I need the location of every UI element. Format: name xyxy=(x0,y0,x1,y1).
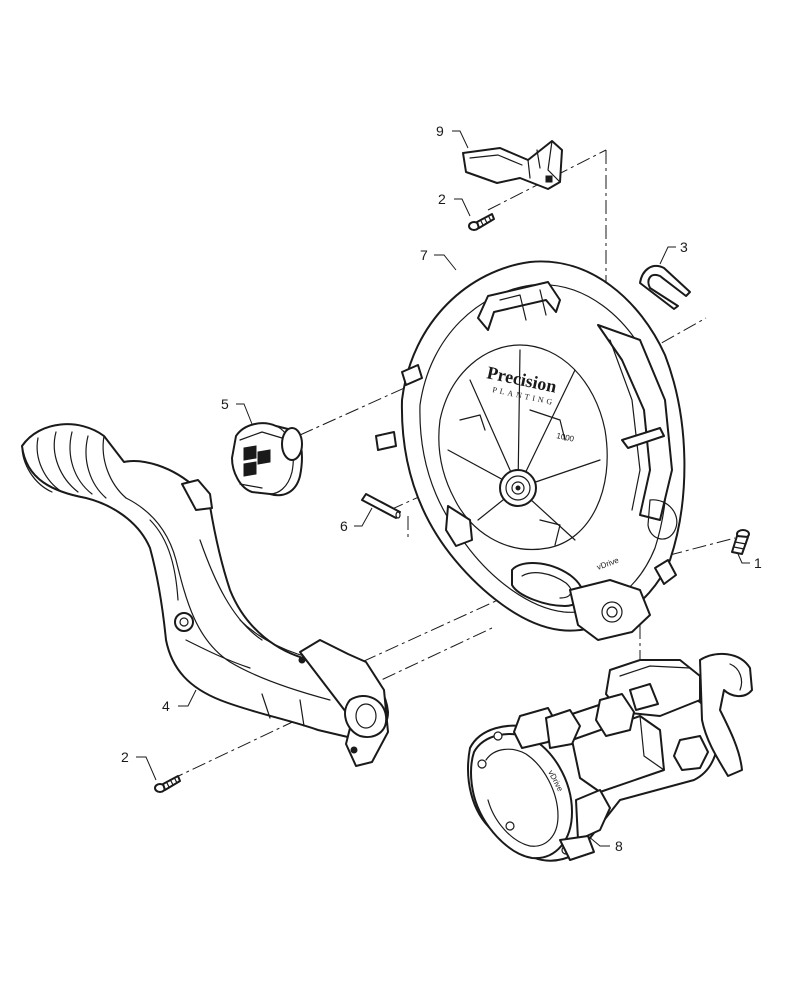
leader-lines xyxy=(136,130,750,847)
callout-4: 4 xyxy=(162,698,170,714)
callout-2-top: 2 xyxy=(438,191,446,207)
callout-1: 1 xyxy=(754,555,762,571)
part-5-knob[interactable] xyxy=(231,422,303,497)
callout-3: 3 xyxy=(680,239,688,255)
callout-7: 7 xyxy=(420,247,428,263)
ring-label: 1000 xyxy=(556,431,576,444)
part-6-roll-pin[interactable] xyxy=(361,493,401,519)
part-2-screw-bottom[interactable] xyxy=(154,775,181,793)
part-4-inlet-tube[interactable] xyxy=(21,423,389,767)
part-2-screw-top[interactable] xyxy=(468,213,495,231)
callout-6: 6 xyxy=(340,518,348,534)
callouts: 9 2 3 7 5 6 1 4 2 8 xyxy=(121,123,762,854)
callout-5: 5 xyxy=(221,396,229,412)
part-8-drive-motor[interactable]: vDrive xyxy=(467,652,753,862)
callout-2-bottom: 2 xyxy=(121,749,129,765)
callout-9: 9 xyxy=(436,123,444,139)
part-3-hair-pin-clip[interactable] xyxy=(639,264,691,310)
part-7-meter-housing[interactable]: Precision PLANTING 1000 vDrive xyxy=(375,260,686,641)
part-9-clip-bracket[interactable] xyxy=(462,140,563,190)
callout-8: 8 xyxy=(615,838,623,854)
part-1-bolt[interactable] xyxy=(731,529,750,555)
